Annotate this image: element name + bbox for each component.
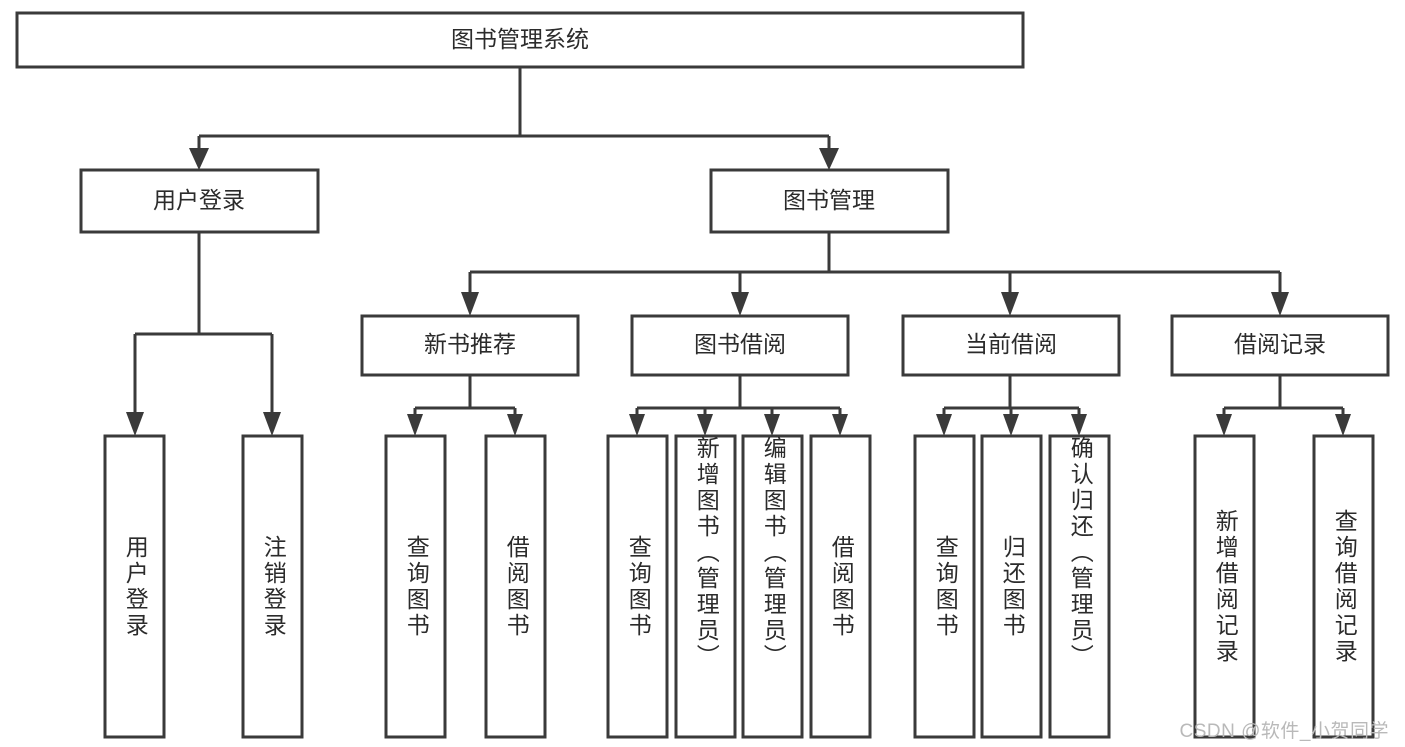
arrow-head-icon bbox=[1216, 414, 1232, 436]
arrow-head-icon bbox=[126, 412, 144, 436]
leaf-box-edit-book-admin[interactable] bbox=[741, 434, 804, 739]
node-borrow-record-label: 借阅记录 bbox=[1234, 331, 1326, 357]
arrow-head-icon bbox=[407, 414, 423, 436]
leaf-box-confirm-return[interactable] bbox=[1048, 434, 1111, 739]
leaf-box-logout[interactable] bbox=[241, 434, 304, 739]
leaf-box-borrow-book-2[interactable] bbox=[809, 434, 872, 739]
node-current-borrow-label: 当前借阅 bbox=[965, 331, 1057, 357]
arrow-head-icon bbox=[731, 292, 749, 316]
leaf-box-add-record[interactable] bbox=[1193, 434, 1256, 739]
connector-layer bbox=[126, 67, 1351, 436]
arrow-head-icon bbox=[189, 148, 209, 170]
arrow-head-icon bbox=[819, 148, 839, 170]
arrow-head-icon bbox=[832, 414, 848, 436]
node-user-login-label: 用户登录 bbox=[153, 187, 245, 213]
leaf-box-query-book-1[interactable] bbox=[384, 434, 447, 739]
arrow-head-icon bbox=[936, 414, 952, 436]
node-new-book-recommend-box[interactable] bbox=[360, 314, 580, 377]
node-book-management[interactable]: 图书管理 bbox=[709, 168, 950, 234]
arrow-head-icon bbox=[1335, 414, 1351, 436]
node-book-borrow[interactable]: 图书借阅 bbox=[630, 314, 850, 377]
node-user-login-box[interactable] bbox=[79, 168, 320, 234]
node-book-management-label: 图书管理 bbox=[783, 187, 875, 213]
leaf-box-query-book-3[interactable] bbox=[913, 434, 976, 739]
node-borrow-record[interactable]: 借阅记录 bbox=[1170, 314, 1390, 377]
node-user-login[interactable]: 用户登录 bbox=[79, 168, 320, 234]
leaf-box-return-book[interactable] bbox=[980, 434, 1043, 739]
arrow-head-icon bbox=[507, 414, 523, 436]
node-current-borrow-box[interactable] bbox=[901, 314, 1121, 377]
node-root-label: 图书管理系统 bbox=[451, 26, 589, 52]
leaf-box-query-book-2[interactable] bbox=[606, 434, 669, 739]
node-new-book-recommend-label: 新书推荐 bbox=[424, 331, 516, 357]
node-root[interactable]: 图书管理系统 bbox=[15, 11, 1025, 69]
arrow-head-icon bbox=[629, 414, 645, 436]
node-book-borrow-label: 图书借阅 bbox=[694, 331, 786, 357]
arrow-head-icon bbox=[697, 414, 713, 436]
leaf-box-query-record[interactable] bbox=[1312, 434, 1375, 739]
leaf-box-user-login[interactable] bbox=[103, 434, 166, 739]
leaf-box-borrow-book-1[interactable] bbox=[484, 434, 547, 739]
node-book-management-box[interactable] bbox=[709, 168, 950, 234]
arrow-head-icon bbox=[764, 414, 780, 436]
leaf-layer bbox=[103, 434, 1375, 739]
node-root-box[interactable] bbox=[15, 11, 1025, 69]
node-borrow-record-box[interactable] bbox=[1170, 314, 1390, 377]
node-current-borrow[interactable]: 当前借阅 bbox=[901, 314, 1121, 377]
arrow-head-icon bbox=[1271, 292, 1289, 316]
node-book-borrow-box[interactable] bbox=[630, 314, 850, 377]
node-new-book-recommend[interactable]: 新书推荐 bbox=[360, 314, 580, 377]
arrow-head-icon bbox=[461, 292, 479, 316]
arrow-head-icon bbox=[1003, 414, 1019, 436]
arrow-head-icon bbox=[1071, 414, 1087, 436]
arrow-head-icon bbox=[263, 412, 281, 436]
arrow-head-icon bbox=[1001, 292, 1019, 316]
leaf-box-add-book-admin[interactable] bbox=[674, 434, 737, 739]
